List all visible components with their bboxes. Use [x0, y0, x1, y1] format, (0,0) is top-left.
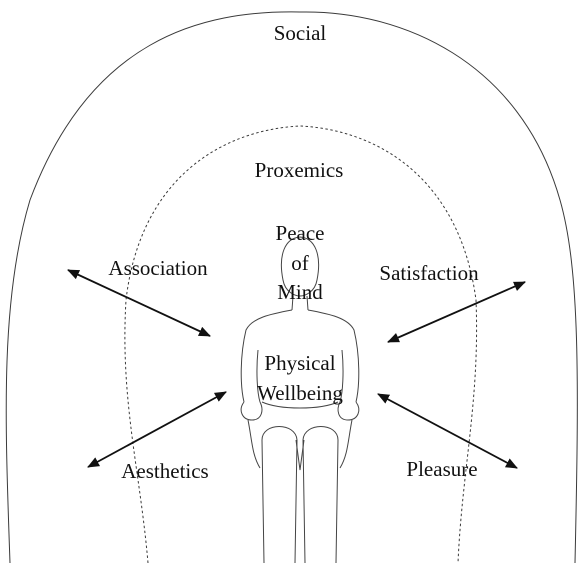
satisfaction-arrow: [388, 282, 525, 342]
social-label: Social: [274, 21, 327, 45]
peace-of-mind-label-line-2: of: [291, 251, 309, 275]
proxemics-label: Proxemics: [255, 158, 344, 182]
association-label: Association: [108, 256, 208, 280]
physical-wellbeing-label-line-1: Physical: [264, 351, 335, 375]
peace-of-mind-label-line-1: Peace: [276, 221, 325, 245]
aesthetics-label: Aesthetics: [121, 459, 208, 483]
aesthetics-arrow: [88, 392, 226, 467]
satisfaction-label: Satisfaction: [379, 261, 479, 285]
peace-of-mind-label-line-3: Mind: [277, 280, 323, 304]
physical-wellbeing-label-line-2: Wellbeing: [257, 381, 343, 405]
pleasure-label: Pleasure: [406, 457, 477, 481]
proxemics-zone-boundary: [125, 126, 477, 563]
